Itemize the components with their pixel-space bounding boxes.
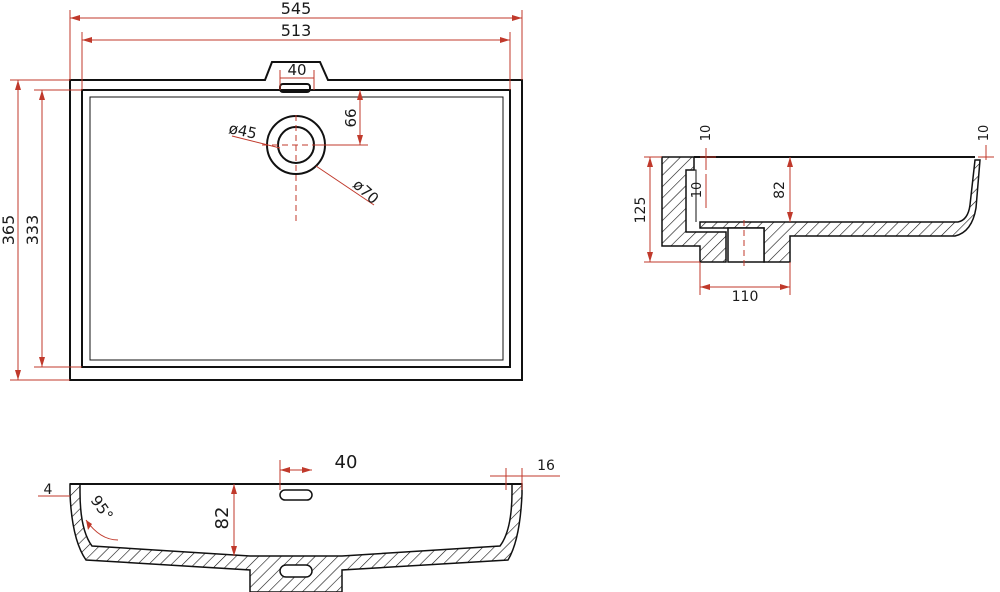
dim-outer-width-label: 545: [281, 0, 312, 18]
front-drain-opening: [279, 564, 313, 578]
side-drain-opening: [727, 227, 765, 263]
dim-inner-depth-label: 333: [23, 215, 42, 246]
dim-side-total-height-label: 125: [633, 197, 649, 224]
side-section: 10 10 10 125 82 110: [633, 125, 994, 305]
front-overflow-slot: [279, 489, 313, 501]
side-bottom-hatch: [699, 159, 981, 263]
plan-inner-bowl: [89, 96, 504, 361]
plan-inner-rim: [81, 89, 511, 368]
dim-side-inner-wall-label: 10: [690, 182, 705, 199]
dim-front-wall-angle-label: 95°: [87, 492, 117, 524]
dim-side-drain-base-label: 110: [732, 289, 759, 305]
dim-side-rim-left-label: 10: [699, 125, 714, 142]
dim-front-rim-overhang-label: 16: [537, 458, 555, 474]
dim-side-basin-depth-label: 82: [772, 181, 788, 199]
dim-drain-inner-label: ø45: [227, 119, 258, 142]
dim-front-rim-thickness-label: 4: [44, 482, 53, 498]
dim-side-rim-right-label: 10: [977, 125, 992, 142]
dim-outer-depth-label: 365: [0, 215, 18, 246]
dim-drain-offset-label: 66: [342, 108, 360, 127]
plan-outer-outline: [69, 61, 523, 381]
plan-view: 545 513 40 66 ø45 ø70 365: [0, 0, 523, 381]
front-body-hatch: [69, 483, 523, 592]
front-section: 40 16 4 82 95°: [38, 452, 560, 592]
dim-front-overflow-width-label: 40: [335, 452, 358, 473]
side-left-wall-hatch: [661, 156, 727, 263]
dim-overflow-width-label: 40: [287, 61, 306, 79]
dim-front-basin-depth-label: 82: [212, 507, 233, 530]
dim-inner-width-label: 513: [281, 21, 312, 40]
dim-drain-outer-label: ø70: [349, 176, 382, 208]
